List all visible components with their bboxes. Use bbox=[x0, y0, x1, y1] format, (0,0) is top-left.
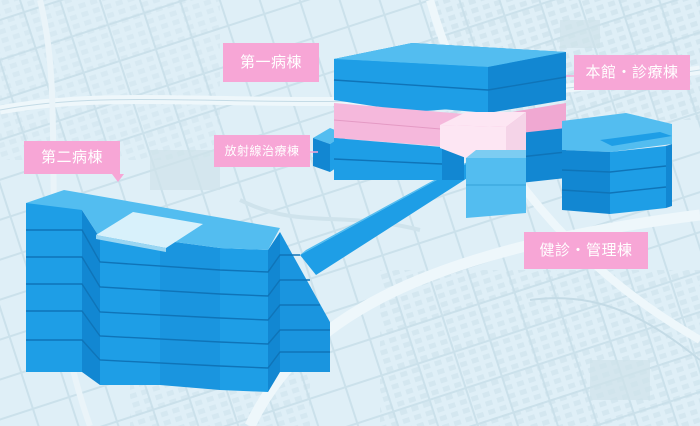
label-radiotherapy: 放射線治療棟 bbox=[214, 135, 310, 167]
label-ward2: 第二病棟 bbox=[24, 141, 120, 174]
admin-building bbox=[561, 113, 672, 214]
label-main: 本館・診療棟 bbox=[574, 55, 690, 90]
label-admin: 健診・管理棟 bbox=[524, 232, 648, 269]
ward2-building bbox=[26, 190, 330, 392]
label-ward1: 第一病棟 bbox=[223, 43, 319, 82]
label-ward2-pointer bbox=[112, 174, 124, 182]
main-building bbox=[333, 43, 567, 218]
